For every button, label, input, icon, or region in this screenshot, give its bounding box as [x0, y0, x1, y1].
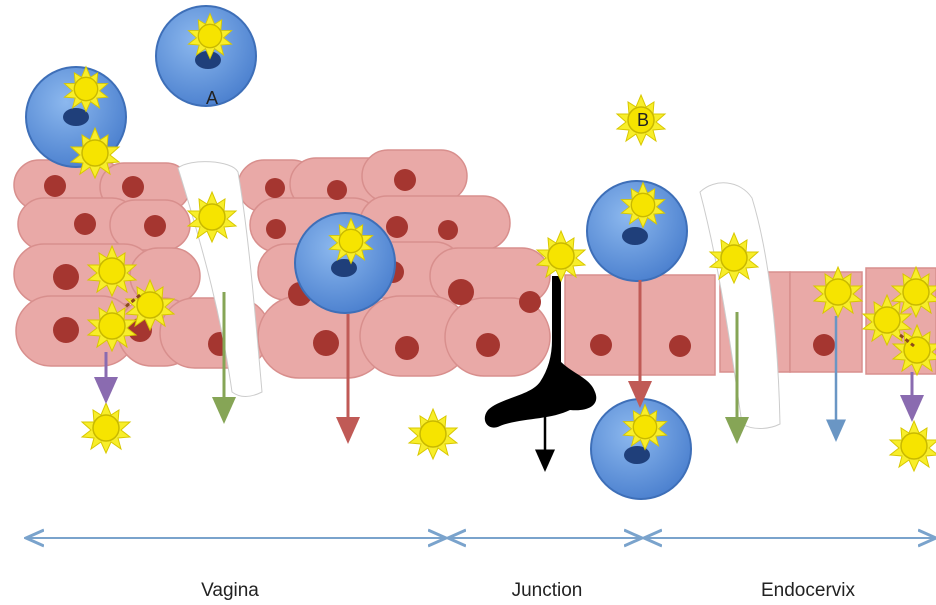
marker-label-b: B [637, 110, 649, 130]
sun-particle-icon [890, 421, 936, 471]
blue-cell-icon [295, 213, 395, 313]
region-label-junction: Junction [512, 580, 583, 601]
blue-cell-icon [591, 399, 691, 499]
vaginal-epithelium [14, 150, 936, 378]
sun-particle-icon [409, 409, 457, 459]
sun-particle-icon [82, 403, 130, 453]
marker-label-a: A [206, 88, 218, 108]
region-label-vagina: Vagina [201, 580, 259, 601]
region-label-endocervix: Endocervix [761, 580, 855, 601]
blue-cell-icon [587, 181, 687, 281]
